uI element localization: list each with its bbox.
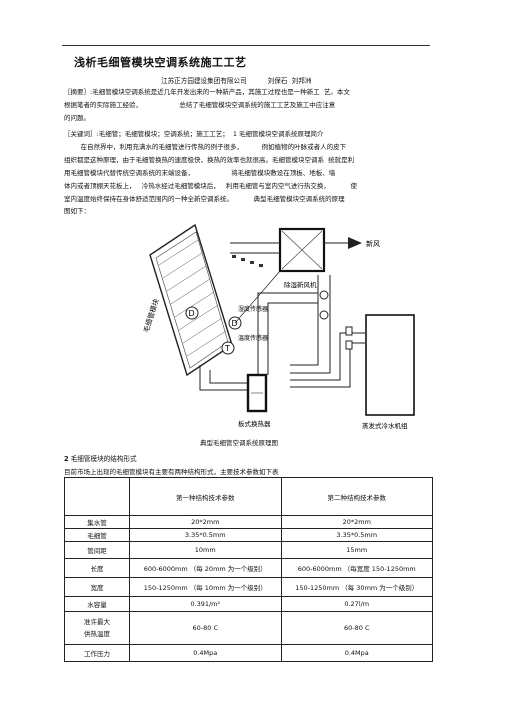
label-chiller: 蒸发式冷水机组 (362, 421, 408, 430)
table-cell: 150-1250mm （每 30mm 为一个级别） (280, 577, 433, 597)
table-row: 毛细管 3.35*0.5mm 3.35*0.5mm (64, 528, 433, 542)
abstract-line-2: 根据笔者的实际施工经验， 总结了毛细管模块空调系统的施工工艺及施工中应注意 (64, 101, 336, 109)
table-cell: 3.35*0.5mm (129, 528, 282, 542)
body-line-2: 组织都是这种原理，由于毛细管换热的速度极快，换热的效率也就很高。毛细管模块空调系… (64, 156, 355, 164)
section-heading: 2 毛细管模块的结构形式 (64, 453, 137, 463)
system-schematic: 毛细管模块 除湿新风机 新风 D D T 湿度传感器 温度传感器 (141, 223, 415, 430)
label-module: 毛细管模块 (141, 298, 160, 334)
table-cell: 600-6000mm （每 20mm 为一个级别） (129, 558, 282, 578)
table-header-row: 第一种结构技术参数 第二种结构技术参数 (64, 477, 433, 516)
water-pipes (199, 275, 365, 391)
table-cell: 60-80 C (280, 611, 433, 645)
doc-title: 浅析毛细管模块空调系统施工工艺 (74, 56, 247, 69)
table-cell: 0.4Mpa (280, 644, 433, 662)
table-row: 集水管 20*2mm 20*2mm (64, 515, 433, 529)
table-row: 宽度 150-1250mm （每 10mm 为一个级别） 150-1250mm … (64, 577, 433, 597)
table-header-cell: 第一种结构技术参数 (129, 477, 282, 516)
table-cell: 20*2mm (129, 515, 282, 529)
table-cell: 10mm (129, 541, 282, 559)
table-row: 长度 600-6000mm （每 20mm 为一个级别） 600-6000mm … (64, 558, 433, 578)
arrow-icon (348, 237, 362, 249)
label-fresh-air: 新风 (366, 239, 380, 248)
table-cell: 工作压力 (64, 644, 130, 662)
sensor-d1-label: D (189, 309, 195, 318)
table-cell: 长度 (64, 558, 130, 578)
valve-icon (319, 290, 329, 300)
table-row: 水容量 0.391/m² 0.27l/m (64, 596, 433, 612)
body-line-3: 用毛细管模块代替传统空调系统的末端设备， 将毛细管模块敷设在顶板、地板、墙 (64, 169, 336, 177)
body-line-5: 室内温度始终保持在身体舒适范围内的一种全新空调系统。 典型毛细管模块空调系统的原… (64, 195, 345, 203)
table-cell: 3.35*0.5mm (280, 528, 433, 542)
table-header-cell (64, 477, 130, 516)
label-fresh-air-unit: 除湿新风机 (284, 280, 317, 289)
table-header-cell: 第二种结构技术参数 (280, 477, 433, 516)
body-line-4: 体内或者顶棚天花板上， 冷热水经过毛细管模块后， 利用毛细管与室内空气进行热交换… (64, 182, 358, 190)
pump-icon (319, 310, 329, 320)
table-row: 准许最大 供热温度 60-80 C 60-80 C (64, 611, 433, 645)
sensor-d2-label: D (232, 319, 238, 328)
table-cell: 0.27l/m (280, 596, 433, 612)
section-intro: 目前市场上出现的毛细管模块有主要有两种结构形式，主要技术参数如下表 (64, 468, 279, 476)
table-cell: 集水管 (64, 515, 130, 529)
sensor-t-label: T (224, 344, 230, 353)
sensor-d1 (185, 306, 199, 320)
abstract-line-1: ［摘要］:毛细管模块空调系统是近几年开发出来的一种新产品，其施工过程也是一种新工… (64, 88, 350, 96)
pump-icon (345, 326, 353, 336)
table-cell: 宽度 (64, 577, 130, 597)
sensor-t (221, 341, 235, 355)
table-cell: 准许最大 供热温度 (64, 611, 130, 645)
table-cell: 15mm (280, 541, 433, 559)
table-cell: 毛细管 (64, 528, 130, 542)
keywords-line: ［关键词］:毛细管；毛细管模块；空调系统；施工工艺； 1 毛细管模块空调系统原理… (64, 130, 324, 138)
table-cell: 150-1250mm （每 10mm 为一个级别） (129, 577, 282, 597)
figure-caption: 典型毛细管空调系统原理图 (200, 439, 278, 447)
capillary-module (149, 223, 233, 377)
label-temp-sensor: 温度传感器 (238, 334, 268, 342)
body-line-6: 图如下： (64, 207, 90, 215)
table-row: 管间距 10mm 15mm (64, 541, 433, 559)
label-plate-hx: 板式换热器 (238, 419, 271, 428)
table-cell: 20*2mm (280, 515, 433, 529)
table-row: 工作压力 0.4Mpa 0.4Mpa (64, 644, 433, 662)
parameters-table: 第一种结构技术参数 第二种结构技术参数 集水管 20*2mm 20*2mm 毛细… (64, 477, 433, 662)
chiller (365, 314, 415, 416)
table-cell: 0.4Mpa (129, 644, 282, 662)
table-cell: 0.391/m² (129, 596, 282, 612)
section-title: 毛细管模块的结构形式 (70, 455, 137, 463)
header-rule (62, 45, 430, 46)
label-humidity-sensor: 湿度传感器 (238, 305, 268, 313)
table-cell: 600-6000mm （每宽度 150-1250mm (280, 558, 433, 578)
table-cell: 60-80 C (129, 611, 282, 645)
doc-authors: 江苏正方园建设集团有限公司 刘保石 刘邦洲 (161, 77, 312, 85)
abstract-line-3: 的问题。 (64, 114, 90, 122)
pump-icon (345, 340, 353, 350)
section-number: 2 (64, 455, 69, 463)
table-cell: 水容量 (64, 596, 130, 612)
diffuser-icons (232, 255, 263, 267)
body-line-1: 在自然界中，利用充满水的毛细管进行传热的例子很多， 例如植物的叶脉或者人的皮下 (64, 143, 347, 151)
table-cell: 管间距 (64, 541, 130, 559)
